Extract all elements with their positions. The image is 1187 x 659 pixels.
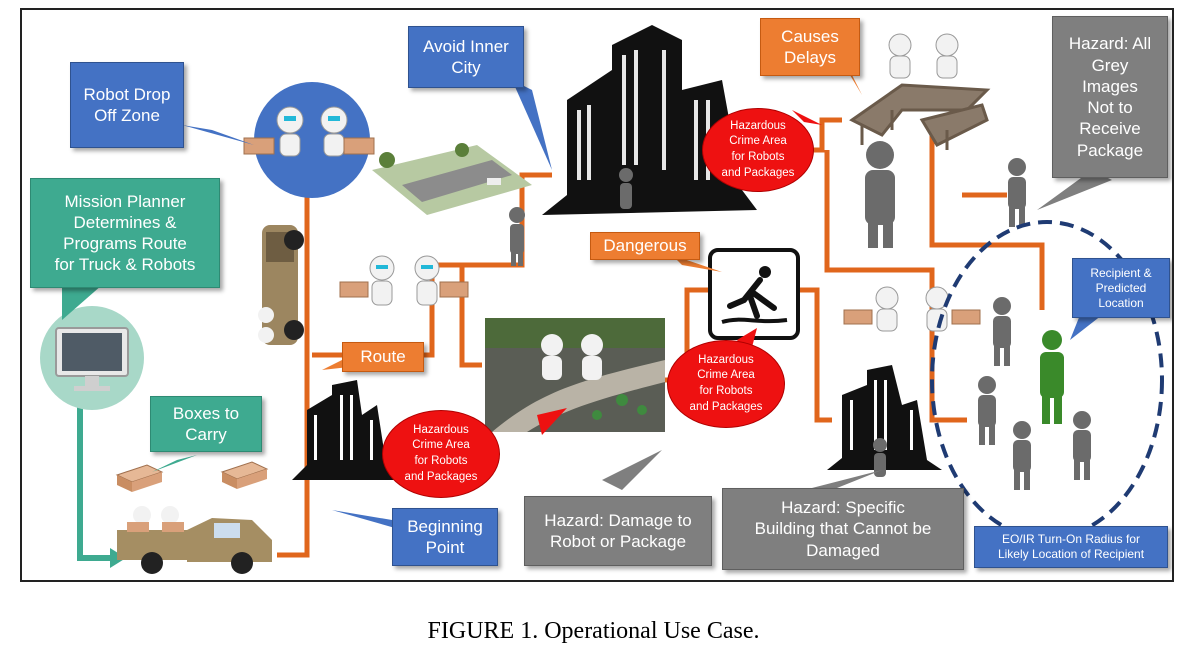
figure-caption: FIGURE 1. Operational Use Case. bbox=[427, 618, 760, 644]
callout-recipient: Recipient & Predicted Location bbox=[1072, 258, 1170, 318]
callout-mission-planner: Mission Planner Determines & Programs Ro… bbox=[30, 178, 220, 288]
callout-avoid-inner-city: Avoid Inner City bbox=[408, 26, 524, 88]
package-box-icon bbox=[439, 281, 469, 298]
callout-hazard-all-grey: Hazard: All Grey Images Not to Receive P… bbox=[1052, 16, 1168, 178]
person-icon bbox=[865, 141, 895, 248]
boxes-to-carry-icon bbox=[115, 461, 269, 492]
callout-route: Route bbox=[342, 342, 424, 372]
person-icon bbox=[978, 376, 996, 445]
package-box-icon bbox=[951, 309, 981, 325]
callout-beginning-point: Beginning Point bbox=[392, 508, 498, 566]
callout-hazard-damage: Hazard: Damage to Robot or Package bbox=[524, 496, 712, 566]
robot-drop-zone-icon bbox=[243, 82, 375, 198]
person-icon bbox=[993, 297, 1011, 366]
road-scene-icon bbox=[372, 143, 532, 215]
computer-monitor-icon bbox=[40, 306, 144, 410]
pickup-truck-icon bbox=[258, 225, 304, 345]
person-icon bbox=[509, 207, 525, 266]
robot-group-top-right bbox=[888, 33, 959, 79]
callout-hazard-building: Hazard: Specific Building that Cannot be… bbox=[722, 488, 964, 570]
callout-robot-drop-off-zone: Robot Drop Off Zone bbox=[70, 62, 184, 148]
garden-path-icon bbox=[485, 318, 665, 432]
callout-eo-ir-radius: EO/IR Turn-On Radius for Likely Location… bbox=[974, 526, 1168, 568]
person-icon bbox=[1013, 421, 1031, 490]
route-line-right-vertical bbox=[824, 150, 967, 423]
robot-pair-icon bbox=[339, 255, 469, 306]
hazard-crime-area-top: Hazardous Crime Area for Robots and Pack… bbox=[702, 108, 814, 192]
diagram-canvas bbox=[40, 25, 1164, 574]
building-icon bbox=[827, 365, 942, 470]
person-icon bbox=[1008, 158, 1026, 227]
package-box-icon bbox=[843, 309, 873, 325]
package-box-icon bbox=[162, 522, 184, 532]
person-icon bbox=[619, 168, 633, 209]
package-box-icon bbox=[343, 137, 375, 155]
package-box-icon bbox=[339, 281, 369, 298]
hazard-crime-area-left: Hazardous Crime Area for Robots and Pack… bbox=[382, 410, 500, 498]
person-icon bbox=[873, 438, 887, 477]
package-box-icon bbox=[243, 137, 275, 155]
eo-ir-radius-ring bbox=[930, 220, 1164, 540]
slip-hazard-sign-icon bbox=[708, 248, 800, 340]
callout-dangerous: Dangerous bbox=[590, 232, 700, 260]
callout-causes-delays: Causes Delays bbox=[760, 18, 860, 76]
package-box-icon bbox=[127, 522, 149, 532]
hazard-crime-area-center: Hazardous Crime Area for Robots and Pack… bbox=[667, 340, 785, 428]
person-icon-group bbox=[509, 141, 1091, 490]
person-icon bbox=[1073, 411, 1091, 480]
building-icon bbox=[292, 380, 397, 480]
robot-pair-icon bbox=[843, 286, 981, 332]
callout-boxes-to-carry: Boxes to Carry bbox=[150, 396, 262, 452]
diagram-frame: Robot Drop Off Zone Avoid Inner City Cau… bbox=[20, 8, 1174, 582]
recipient-person-icon bbox=[1040, 330, 1064, 424]
pickup-truck-icon bbox=[117, 506, 272, 574]
bridge-icon bbox=[849, 83, 991, 150]
